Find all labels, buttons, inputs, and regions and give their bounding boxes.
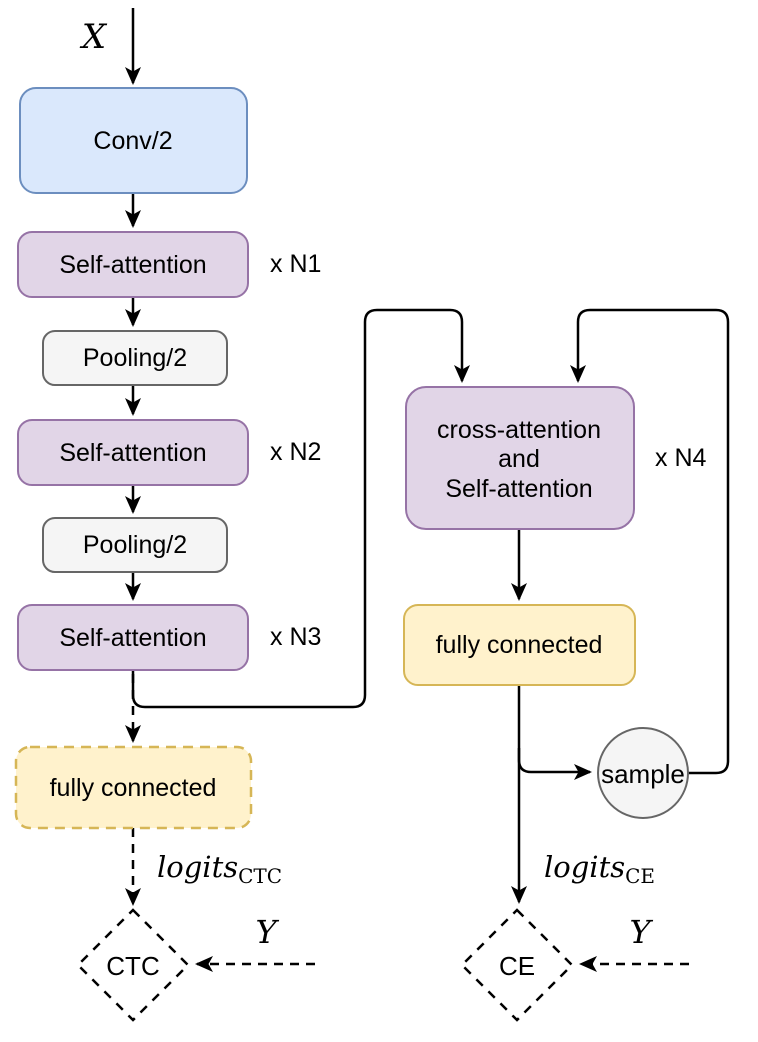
cross-attention-node [405, 386, 635, 530]
repeat-n3-label: x N3 [270, 623, 321, 651]
target-y-left-label: Y [255, 913, 279, 951]
edge-sample-loop-to-cross-attention [570, 308, 730, 775]
ce-loss-label: CE [499, 951, 535, 981]
cross-attention-label-line2: and [498, 445, 540, 473]
target-y-right-label: Y [629, 913, 653, 951]
pooling-1-label: Pooling/2 [83, 344, 187, 372]
self-attention-1-label: Self-attention [59, 251, 206, 279]
fully-connected-left-node [14, 745, 253, 830]
pooling-2-label: Pooling/2 [83, 531, 187, 559]
logits-ctc-sub: CTC [238, 864, 282, 888]
ctc-loss-label: CTC [106, 951, 159, 981]
cross-attention-label-line1: cross-attention [437, 416, 601, 444]
repeat-n1-label: x N1 [270, 250, 321, 278]
conv-label: Conv/2 [93, 127, 172, 155]
fully-connected-right-label: fully connected [436, 631, 603, 659]
self-attention-2-label: Self-attention [59, 439, 206, 467]
conv-node [19, 87, 248, 194]
edge-encoder-to-cross-attention [131, 308, 470, 709]
input-x-label: X [79, 17, 108, 57]
logits-ce-base: logits [544, 850, 625, 884]
fully-connected-right-node [403, 604, 636, 686]
self-attention-3-label: Self-attention [59, 624, 206, 652]
self-attention-1-node [17, 231, 249, 298]
self-attention-3-node [17, 604, 249, 671]
ctc-loss-node [76, 908, 190, 1022]
repeat-n4-label: x N4 [655, 444, 707, 472]
repeat-n2-label: x N2 [270, 438, 321, 466]
logits-ce-sub: CE [625, 864, 655, 888]
logits-ce-label: logitsCE [544, 850, 655, 888]
edge-fc-right-to-sample [517, 748, 592, 780]
fully-connected-left-label: fully connected [50, 774, 217, 802]
logits-ctc-label: logitsCTC [157, 850, 282, 888]
ce-loss-node [460, 908, 574, 1022]
sample-label: sample [601, 759, 685, 789]
pooling-1-node [42, 330, 228, 386]
self-attention-2-node [17, 419, 249, 486]
cross-attention-label-line3: Self-attention [445, 475, 592, 503]
pooling-2-node [42, 517, 228, 573]
sample-node [597, 727, 689, 819]
logits-ctc-base: logits [157, 850, 238, 884]
